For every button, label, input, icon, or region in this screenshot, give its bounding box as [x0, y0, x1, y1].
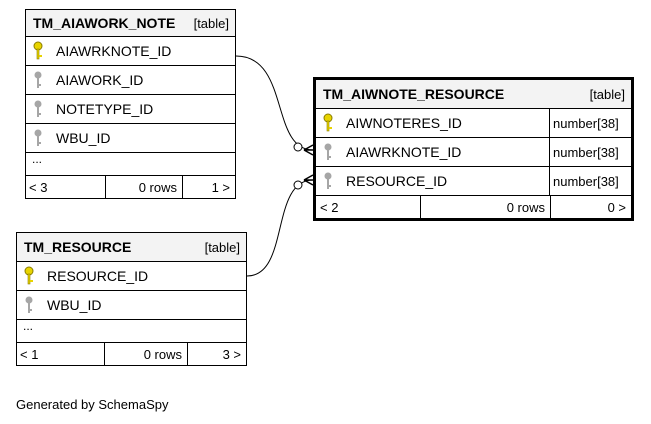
- children-count[interactable]: 0 >: [550, 196, 631, 218]
- more-columns-ellipsis: ...: [17, 320, 246, 343]
- gray-key-icon: [34, 71, 42, 88]
- column-name: AIAWRKNOTE_ID: [346, 144, 462, 160]
- gold-key-icon: [24, 266, 34, 285]
- column-row[interactable]: AIAWRKNOTE_ID number[38]: [316, 138, 631, 167]
- parents-count[interactable]: < 1: [20, 346, 39, 362]
- more-columns-ellipsis: ...: [26, 153, 235, 176]
- crowfoot-resource: [303, 174, 314, 186]
- crowfoot-aiawrknote: [303, 144, 314, 156]
- relationship-circle-aiawrknote: [293, 142, 303, 152]
- table-header[interactable]: TM_RESOURCE [table]: [17, 233, 246, 262]
- table-header[interactable]: TM_AIWNOTE_RESOURCE [table]: [316, 80, 631, 109]
- table-tm-aiwnote-resource[interactable]: TM_AIWNOTE_RESOURCE [table] AIWNOTERES_I…: [313, 77, 634, 221]
- column-name: WBU_ID: [56, 130, 111, 146]
- table-tm-aiawork-note[interactable]: TM_AIAWORK_NOTE [table] AIAWRKNOTE_ID AI…: [25, 9, 236, 199]
- column-name: AIAWRKNOTE_ID: [56, 43, 172, 59]
- gold-key-icon: [323, 113, 333, 132]
- column-row[interactable]: RESOURCE_ID: [17, 262, 246, 291]
- table-name: TM_AIWNOTE_RESOURCE: [323, 86, 505, 102]
- column-row[interactable]: AIWNOTERES_ID number[38]: [316, 109, 631, 138]
- gray-key-icon: [25, 296, 33, 313]
- table-type: [table]: [193, 15, 229, 31]
- gray-key-icon: [34, 129, 42, 146]
- generated-by-caption: Generated by SchemaSpy: [16, 397, 169, 412]
- row-count: 0 rows: [105, 176, 182, 198]
- relationship-line-aiawrknote: [235, 55, 314, 151]
- table-header[interactable]: TM_AIAWORK_NOTE [table]: [26, 10, 235, 37]
- column-name: AIWNOTERES_ID: [346, 115, 462, 131]
- column-name: RESOURCE_ID: [346, 173, 448, 189]
- gray-key-icon: [34, 100, 42, 117]
- column-row[interactable]: RESOURCE_ID number[38]: [316, 167, 631, 196]
- table-name: TM_AIAWORK_NOTE: [33, 15, 176, 31]
- gray-key-icon: [324, 143, 332, 160]
- column-name: NOTETYPE_ID: [56, 101, 154, 117]
- table-name: TM_RESOURCE: [24, 239, 132, 255]
- gold-key-icon: [33, 41, 43, 60]
- table-type: [table]: [589, 86, 625, 102]
- table-footer: < 3 0 rows 1 >: [26, 176, 235, 198]
- column-name: WBU_ID: [47, 297, 102, 313]
- table-type: [table]: [204, 239, 240, 255]
- children-count[interactable]: 3 >: [187, 343, 246, 365]
- table-tm-resource[interactable]: TM_RESOURCE [table] RESOURCE_ID WBU_ID .…: [16, 232, 247, 366]
- column-row[interactable]: AIAWORK_ID: [26, 66, 235, 95]
- parents-count[interactable]: < 2: [320, 199, 339, 215]
- relationship-circle-resource: [293, 180, 303, 190]
- column-type: number[38]: [549, 138, 631, 166]
- relationship-line-resource: [246, 179, 314, 277]
- row-count: 0 rows: [104, 343, 187, 365]
- column-name: AIAWORK_ID: [56, 72, 144, 88]
- column-row[interactable]: NOTETYPE_ID: [26, 95, 235, 124]
- column-row[interactable]: AIAWRKNOTE_ID: [26, 37, 235, 66]
- children-count[interactable]: 1 >: [182, 176, 235, 198]
- table-footer: < 1 0 rows 3 >: [17, 343, 246, 365]
- column-name: RESOURCE_ID: [47, 268, 149, 284]
- column-type: number[38]: [549, 109, 631, 137]
- parents-count[interactable]: < 3: [29, 179, 48, 195]
- column-row[interactable]: WBU_ID: [26, 124, 235, 153]
- row-count: 0 rows: [420, 196, 550, 218]
- column-type: number[38]: [549, 167, 631, 195]
- column-row[interactable]: WBU_ID: [17, 291, 246, 320]
- gray-key-icon: [324, 172, 332, 189]
- table-footer: < 2 0 rows 0 >: [316, 196, 631, 218]
